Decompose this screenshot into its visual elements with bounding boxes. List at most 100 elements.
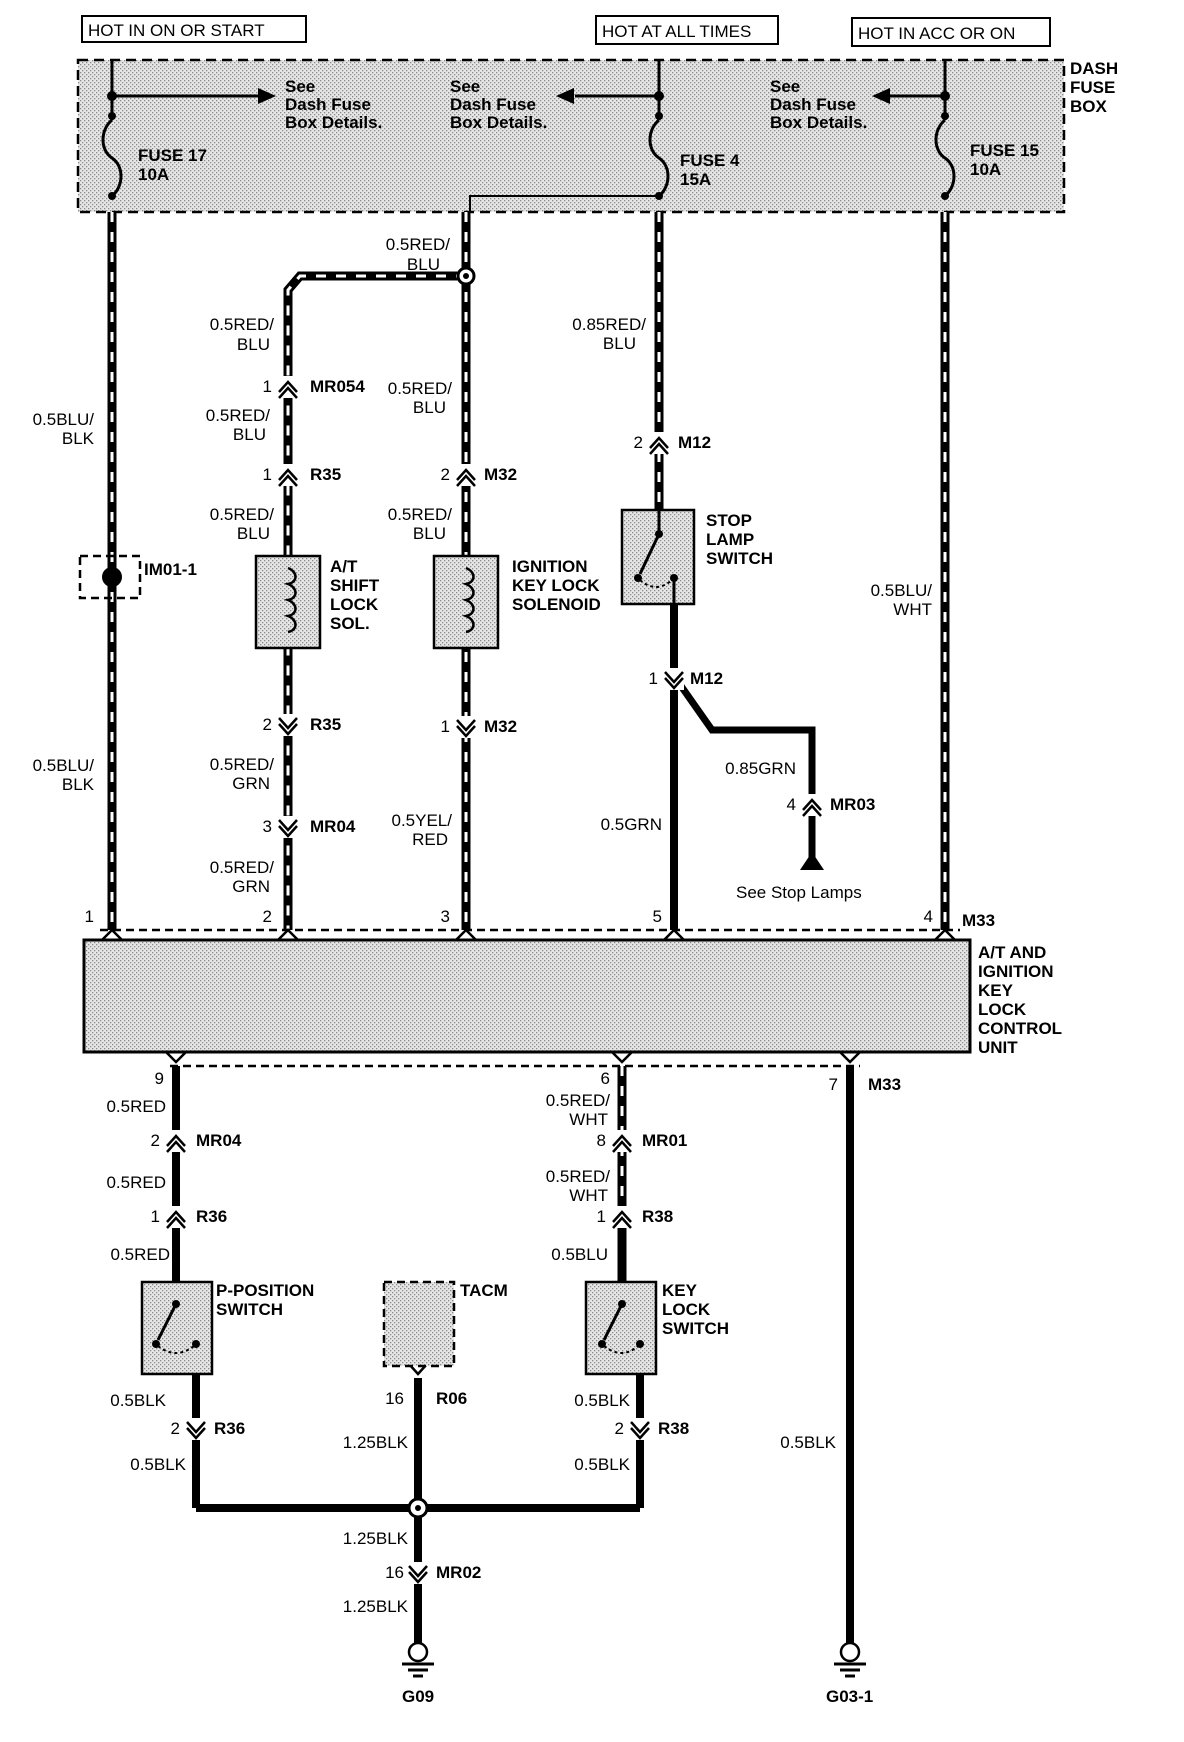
- wire-label: 0.5BLU: [551, 1245, 608, 1264]
- pin-number: 1: [441, 717, 450, 736]
- power-source-hot-at-all-times: HOT AT ALL TIMES: [595, 15, 779, 45]
- connector-label: R06: [436, 1389, 467, 1408]
- connector-label: R36: [196, 1207, 227, 1226]
- component-label: SWITCH: [216, 1300, 283, 1319]
- ground-g09: G09: [402, 1641, 434, 1706]
- coil-icon: [461, 566, 475, 634]
- at-ignition-key-lock-control-unit: A/T AND IGNITION KEY LOCK CONTROL UNIT: [82, 928, 1062, 1068]
- pin-number: 3: [441, 907, 450, 926]
- wire-label: 0.5RED/: [388, 379, 453, 398]
- component-label: SWITCH: [706, 549, 773, 568]
- component-label: LAMP: [706, 530, 754, 549]
- wire-label: WHT: [569, 1186, 608, 1205]
- pin-number: 2: [151, 1131, 160, 1150]
- connector-label: M12: [678, 433, 711, 452]
- wire-label: 0.5RED/: [546, 1091, 611, 1110]
- component-label: A/T: [330, 557, 358, 576]
- wire-label: WHT: [893, 600, 932, 619]
- fuse-15-name: FUSE 15: [970, 141, 1039, 160]
- pin-number: 1: [151, 1207, 160, 1226]
- dash-fuse-box: DASH FUSE BOX See Dash Fuse Box Details.…: [76, 58, 1118, 214]
- pin-number: 16: [385, 1389, 404, 1408]
- see-details-text: See: [770, 77, 800, 96]
- pin-number: 3: [263, 817, 272, 836]
- wire-label: BLU: [237, 524, 270, 543]
- wire-label: BLK: [62, 429, 95, 448]
- see-stop-lamps-text: See Stop Lamps: [736, 883, 862, 902]
- wire-label: 0.5BLK: [110, 1391, 166, 1410]
- wire-label: 0.5RED: [110, 1245, 170, 1264]
- wire-label: 0.5GRN: [601, 815, 662, 834]
- wire-label: GRN: [232, 774, 270, 793]
- pin-number: 2: [441, 465, 450, 484]
- component-label: IGNITION: [978, 962, 1054, 981]
- wire-label: 1.25BLK: [343, 1597, 409, 1616]
- connector-label: M12: [690, 669, 723, 688]
- pin-number: 9: [155, 1069, 164, 1088]
- see-details-text: See: [450, 77, 480, 96]
- ground-label: G09: [402, 1687, 434, 1706]
- wire-label: 0.5RED: [106, 1097, 166, 1116]
- component-label: UNIT: [978, 1038, 1018, 1057]
- fuse-box-title: DASH: [1070, 59, 1118, 78]
- pin-number: 2: [615, 1419, 624, 1438]
- wire-label: WHT: [569, 1110, 608, 1129]
- pin-number: 5: [653, 907, 662, 926]
- pin-number: 8: [597, 1131, 606, 1150]
- component-label: KEY: [978, 981, 1014, 1000]
- connector-label: R36: [214, 1419, 245, 1438]
- fuse-4-rating: 15A: [680, 170, 711, 189]
- tacm-module: TACM: [382, 1280, 508, 1368]
- ignition-key-lock-solenoid: IGNITION KEY LOCK SOLENOID: [432, 554, 601, 650]
- wire-label: 0.5RED/: [386, 235, 451, 254]
- pin-number: 4: [787, 795, 796, 814]
- connector-label: IM01-1: [144, 560, 197, 579]
- wire-label: RED: [412, 830, 448, 849]
- fuse-17-name: FUSE 17: [138, 146, 207, 165]
- fuse-4-name: FUSE 4: [680, 151, 740, 170]
- component-label: LOCK: [662, 1300, 711, 1319]
- connector-label: M33: [962, 911, 995, 930]
- wire-label: BLU: [237, 335, 270, 354]
- wire-label: 0.5BLK: [574, 1455, 630, 1474]
- wire-label: 0.5BLK: [780, 1433, 836, 1452]
- wire-label: BLU: [233, 425, 266, 444]
- component-label: LOCK: [330, 595, 379, 614]
- connector-label: R35: [310, 465, 341, 484]
- fuse-icon: [648, 118, 670, 198]
- connector-label: MR03: [830, 795, 875, 814]
- connector-names: MR054 R35 M32 M12 M12 R35 M32 MR04 MR03 …: [196, 377, 995, 1582]
- connector-label: M32: [484, 717, 517, 736]
- see-details-text: Dash Fuse: [770, 95, 856, 114]
- component-label: KEY LOCK: [512, 576, 600, 595]
- key-lock-switch: KEY LOCK SWITCH: [584, 1280, 729, 1376]
- see-details-text: Box Details.: [450, 113, 547, 132]
- power-source-hot-in-acc-or-on: HOT IN ACC OR ON: [851, 17, 1051, 47]
- wire-label: 0.5RED/: [210, 315, 275, 334]
- component-label: SOLENOID: [512, 595, 601, 614]
- wire-label: BLU: [413, 524, 446, 543]
- pin-number: 6: [601, 1069, 610, 1088]
- wire-label: 0.5BLU/: [33, 410, 95, 429]
- wire-label: 0.5RED/: [210, 858, 275, 877]
- wire-labels: 0.5BLU/ BLK 0.5BLU/ BLK 0.5RED/ BLU 0.5R…: [33, 235, 933, 1616]
- component-label: SOL.: [330, 614, 370, 633]
- connector-label: MR01: [642, 1131, 687, 1150]
- pin-number: 2: [171, 1419, 180, 1438]
- wire-label: 1.25BLK: [343, 1433, 409, 1452]
- fuse-icon: [934, 118, 956, 198]
- power-source-label: HOT IN ACC OR ON: [858, 24, 1015, 43]
- component-label: IGNITION: [512, 557, 588, 576]
- pin-number: 7: [829, 1075, 838, 1094]
- fuse-icon: [101, 118, 123, 198]
- wire-label: 0.5RED/: [388, 505, 453, 524]
- connector-label: MR02: [436, 1563, 481, 1582]
- connector-label: M33: [868, 1075, 901, 1094]
- ground-label: G03-1: [826, 1687, 873, 1706]
- wire-label: BLU: [407, 255, 440, 274]
- connector-label: MR04: [196, 1131, 242, 1150]
- wire-label: 0.5RED/: [210, 505, 275, 524]
- p-position-switch: P-POSITION SWITCH: [140, 1280, 314, 1376]
- component-label: STOP: [706, 511, 752, 530]
